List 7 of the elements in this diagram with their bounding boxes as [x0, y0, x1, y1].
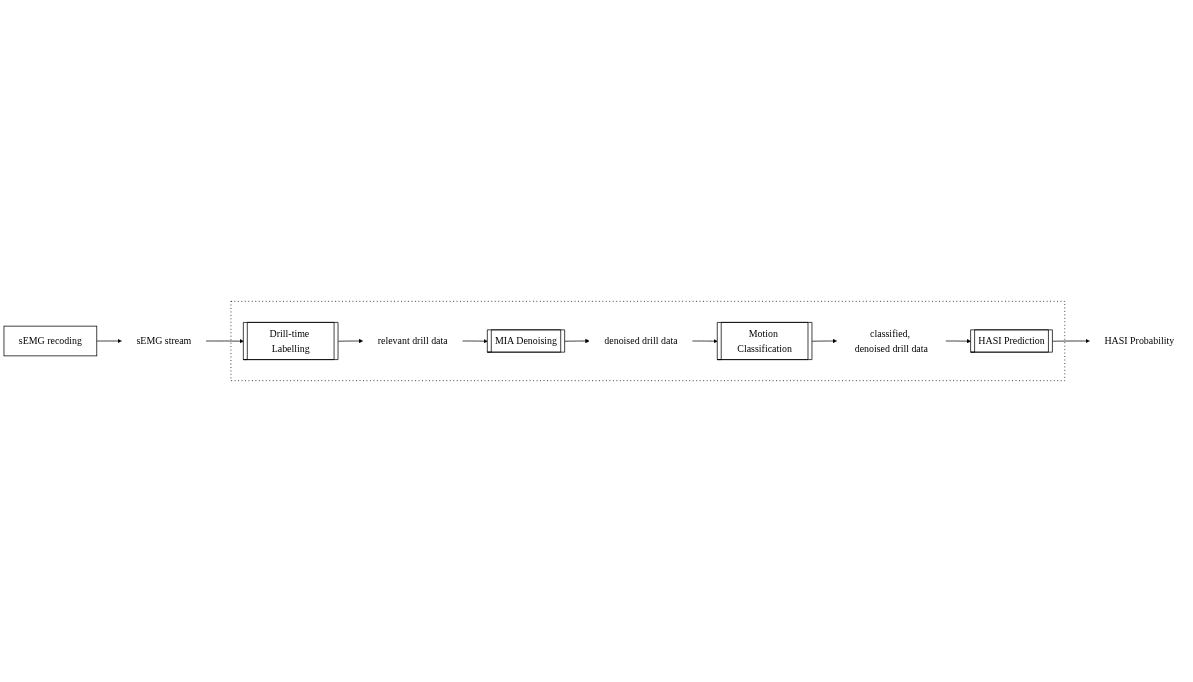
node-text: classified, denoised drill data	[854, 328, 928, 354]
cluster	[230, 300, 1066, 382]
node-text: sEMG stream	[136, 335, 192, 347]
node-text: relevant drill data	[377, 335, 448, 347]
node-text: HASI Probability	[1104, 335, 1175, 347]
node-box: sEMG recoding	[3, 325, 98, 357]
node-text: denoised drill data	[604, 335, 678, 347]
